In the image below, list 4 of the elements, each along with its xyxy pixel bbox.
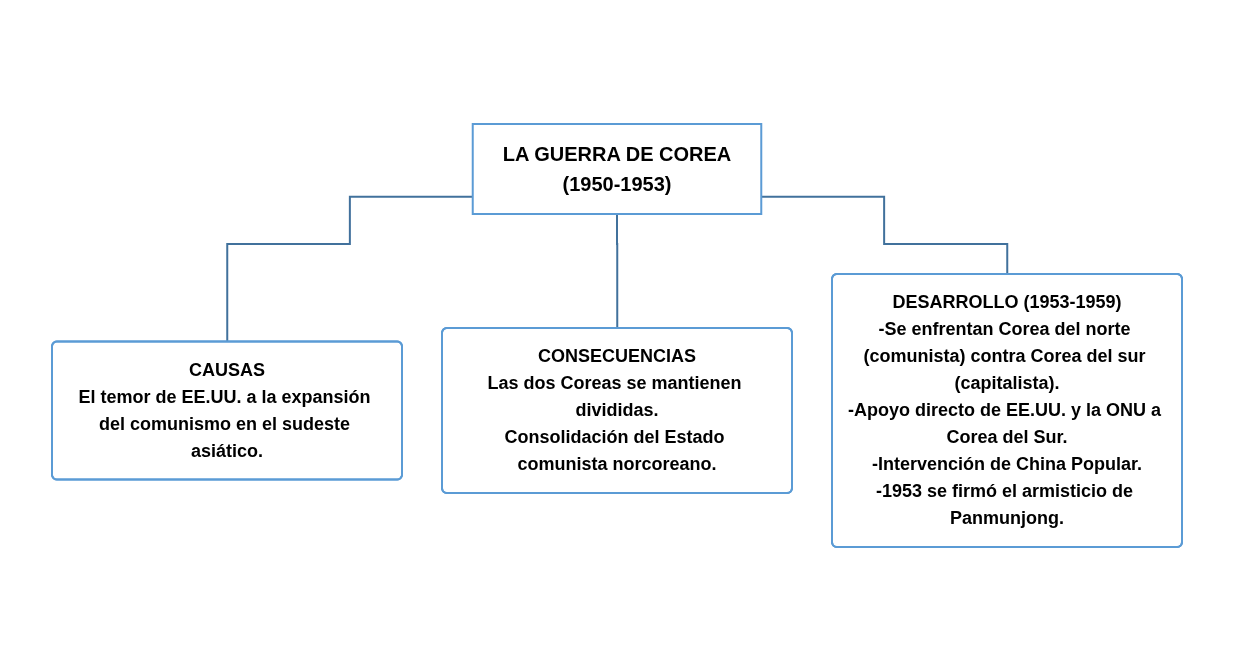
node-text: DESARROLLO (1953-1959) -Se enfrentan Corea del norte (comunista) contra Corea del sur (capitalista). -Apoyo directo de EE.UU. y la ONU a Corea del Sur. -Intervención de China Popular. -1953 se firmó el armisticio de Panmunjong. [847,292,1162,528]
node-box: LA GUERRA DE COREA (1950-1953) [471,123,763,215]
connector [616,213,619,330]
node-text: CONSECUENCIAS Las dos Coreas se mantienen divididas. Consolidación del Estado comunista norcoreano. [487,346,742,474]
